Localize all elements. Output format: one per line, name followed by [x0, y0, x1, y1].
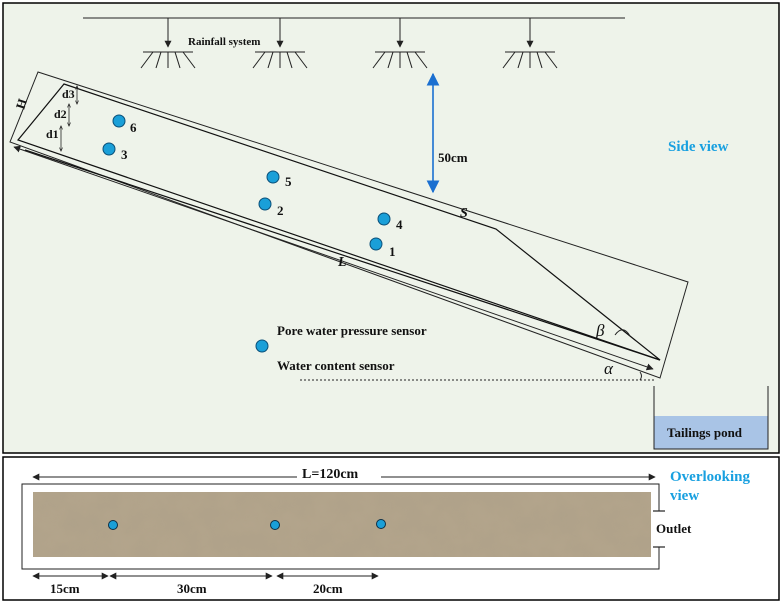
- sensor-label: 1: [389, 244, 396, 259]
- overlooking-view-title: Overlooking view: [670, 469, 754, 504]
- plan-sensor: [270, 520, 280, 530]
- sensor-label: 5: [285, 174, 292, 189]
- sensor: 5: [266, 170, 292, 189]
- tailings-pond: Tailings pond: [653, 386, 769, 450]
- legend-pore-pressure: Pore water pressure sensor: [277, 323, 427, 338]
- dim-label-30cm: 30cm: [177, 581, 207, 596]
- label-d2: d2: [54, 107, 67, 121]
- sensor: 6: [112, 114, 137, 135]
- legend-water-content: Water content sensor: [277, 358, 395, 373]
- label-d3: d3: [62, 87, 75, 101]
- total-length-label: L=120cm: [302, 467, 359, 482]
- sprinkler: [252, 18, 308, 69]
- sprinkler: [372, 18, 428, 69]
- side-view-title: Side view: [668, 139, 729, 155]
- beta-arc: [614, 329, 631, 337]
- outlet-label: Outlet: [656, 521, 692, 536]
- dim-label-20cm: 20cm: [313, 581, 343, 596]
- overlooking-title-line2: view: [670, 488, 699, 504]
- sprinkler: [502, 18, 558, 69]
- sensor-label: 3: [121, 147, 128, 162]
- total-length-label-bg: [297, 464, 381, 482]
- plan-sensor: [376, 519, 386, 529]
- label-H: H: [13, 97, 30, 111]
- label-alpha: α: [604, 359, 614, 378]
- length-arrow: [13, 145, 654, 371]
- label-beta: β: [595, 321, 605, 340]
- sensor: 3: [102, 142, 128, 162]
- plan-sensor: [108, 520, 118, 530]
- label-d1: d1: [46, 127, 59, 141]
- soil-surface: [33, 492, 651, 557]
- label-L: L: [337, 255, 347, 270]
- rainfall-system: Rainfall system: [83, 17, 625, 69]
- sensor-label: 2: [277, 203, 284, 218]
- sensor-label: 6: [130, 120, 137, 135]
- label-S: S: [460, 206, 468, 221]
- legend-sensor-icon: [255, 339, 269, 353]
- alpha-arc: [639, 371, 642, 381]
- sensor: 2: [258, 197, 284, 218]
- tailings-pond-label: Tailings pond: [667, 425, 743, 440]
- height-label: 50cm: [438, 150, 468, 165]
- overlooking-title-line1: Overlooking: [670, 469, 751, 485]
- rainfall-label: Rainfall system: [188, 36, 260, 48]
- sprinkler: [140, 18, 196, 69]
- sensor-label: 4: [396, 217, 403, 232]
- sensor: 1: [369, 237, 396, 259]
- sensor: 4: [377, 212, 403, 232]
- side-view-panel: [2, 2, 780, 454]
- plan-tray: [21, 483, 660, 570]
- dim-label-15cm: 15cm: [50, 581, 80, 596]
